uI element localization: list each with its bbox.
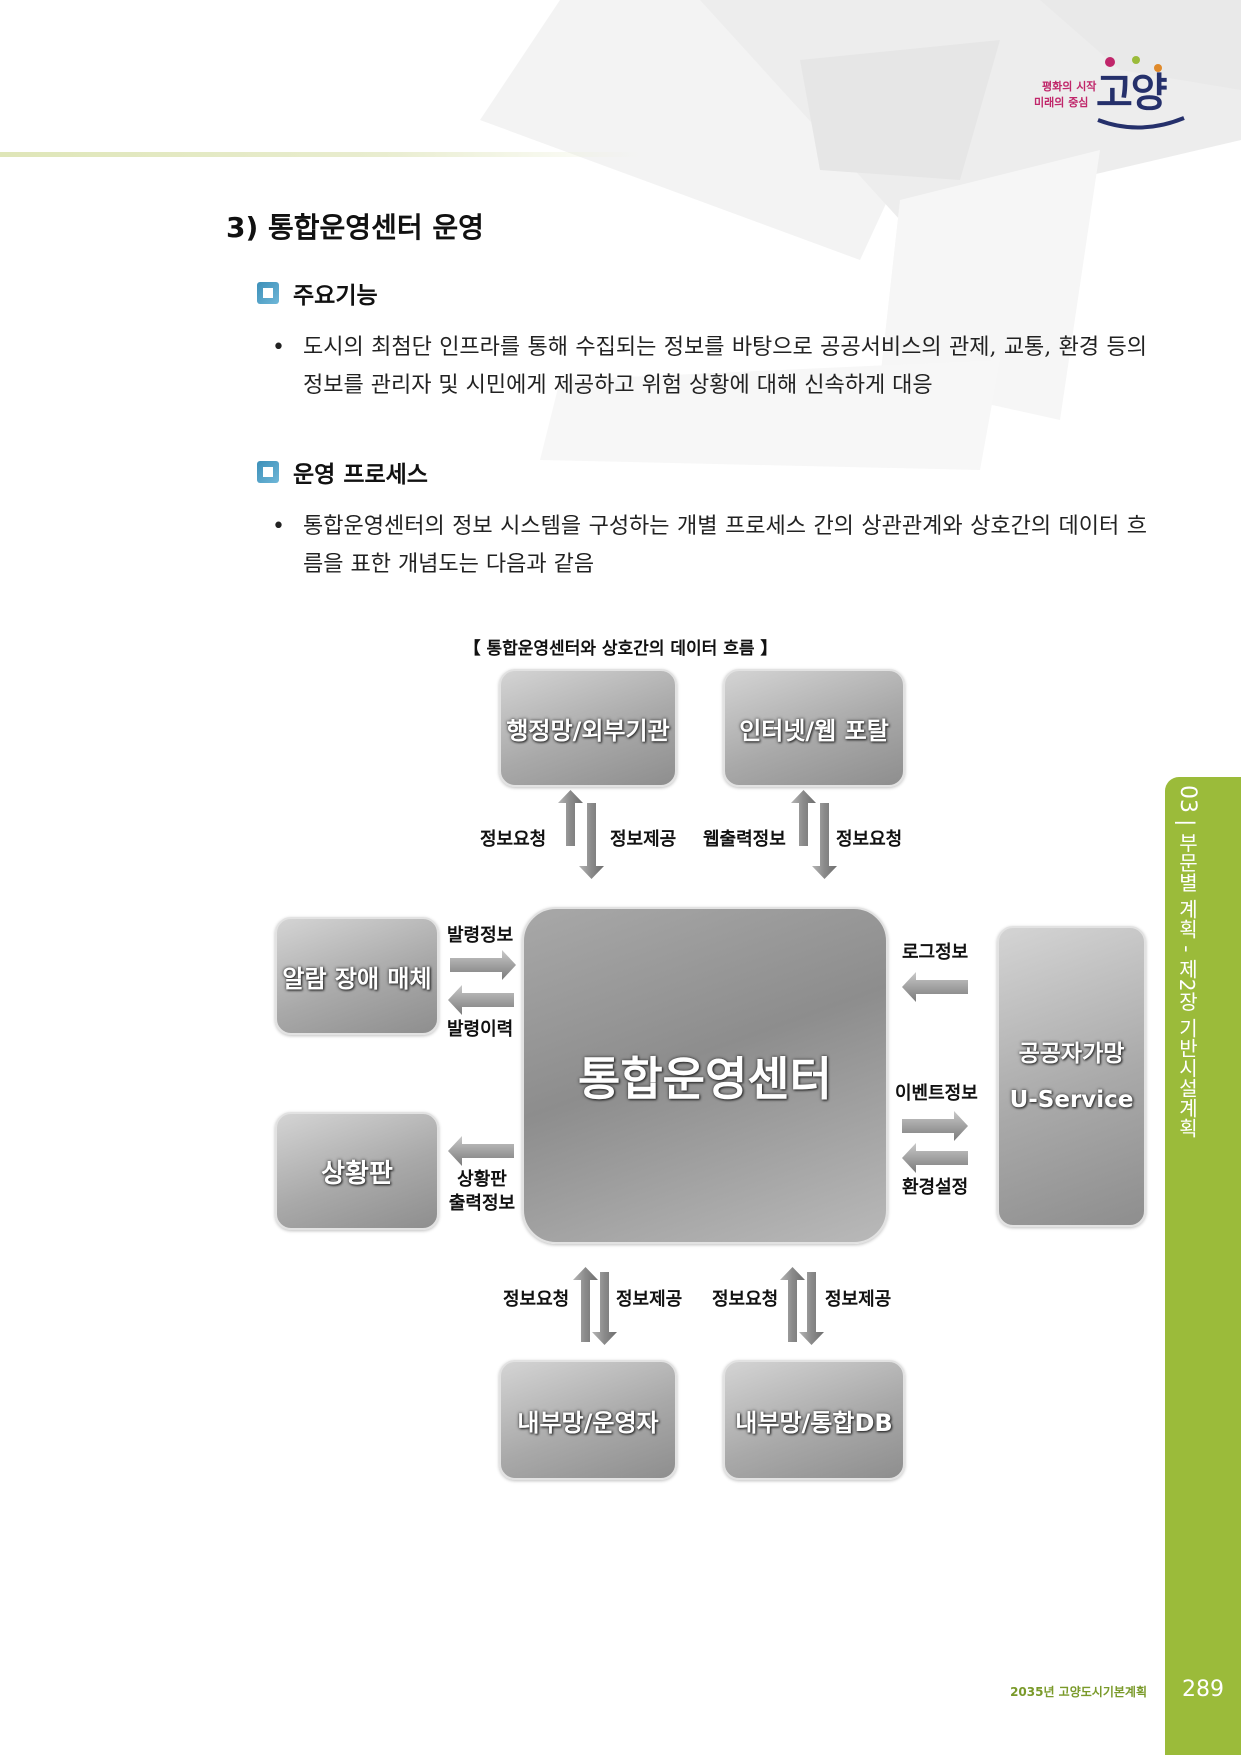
arrow-left-icon <box>902 1143 968 1173</box>
arrow-down-icon <box>592 1272 617 1345</box>
box-internet-portal: 인터넷/웹 포탈 <box>723 669 905 787</box>
logo-slogan-1: 평화의 시작 <box>1042 80 1097 93</box>
arrow-left-icon <box>448 1136 514 1166</box>
label-info-request: 정보요청 <box>836 829 903 850</box>
box-admin-network: 행정망/외부기관 <box>499 669 677 787</box>
subsection-title: 주요기능 <box>293 283 378 309</box>
label-alert-history: 발령이력 <box>447 1019 514 1040</box>
label-info-request: 정보요청 <box>480 829 547 850</box>
arrow-left-icon <box>902 972 968 1002</box>
label-event-info: 이벤트정보 <box>895 1083 978 1104</box>
label-info-request: 정보요청 <box>712 1289 779 1310</box>
square-bullet-icon <box>257 461 279 483</box>
subsection-title: 운영 프로세스 <box>293 462 428 488</box>
label-alert-info: 발령정보 <box>447 925 514 946</box>
arrow-left-icon <box>448 985 514 1015</box>
arrow-up-icon <box>780 1267 805 1342</box>
square-bullet-icon <box>257 282 279 304</box>
box-public-network-line2: U-Service <box>1009 1086 1134 1113</box>
label-info-request: 정보요청 <box>503 1289 570 1310</box>
chapter-side-label: 03 | 부문별 계획 - 제2장 기반시설계획 <box>1174 785 1200 1145</box>
chapter-number: 03 <box>1175 785 1200 813</box>
bullet-paragraph: • 통합운영센터의 정보 시스템을 구성하는 개별 프로세스 간의 상관관계와 … <box>272 508 1147 584</box>
logo-slogan-2: 미래의 중심 <box>1034 96 1089 109</box>
label-info-provide: 정보제공 <box>610 829 677 850</box>
subsection-heading-main-functions: 주요기능 <box>257 276 378 310</box>
arrow-up-icon <box>558 790 583 846</box>
subsection-heading-process: 운영 프로세스 <box>257 455 428 489</box>
label-board-output: 상황판 출력정보 <box>446 1168 518 1216</box>
bullet-text: 통합운영센터의 정보 시스템을 구성하는 개별 프로세스 간의 상관관계와 상호… <box>303 514 1147 577</box>
label-board-output-line2: 출력정보 <box>448 1193 516 1214</box>
section-title: 3) 통합운영센터 운영 <box>226 211 484 244</box>
diagram-caption: 【 통합운영센터와 상호간의 데이터 흐름 】 <box>463 639 778 659</box>
arrow-down-icon <box>579 803 604 879</box>
section-name: 제2장 기반시설계획 <box>1175 958 1199 1138</box>
page-number: 289 <box>1182 1677 1224 1702</box>
header-rule <box>0 152 640 157</box>
chapter-name: 부문별 계획 <box>1175 832 1199 939</box>
box-alarm-media: 알람 장애 매체 <box>275 917 439 1035</box>
label-info-provide: 정보제공 <box>616 1289 683 1310</box>
box-integrated-center: 통합운영센터 <box>522 907 888 1244</box>
arrow-up-icon <box>573 1267 598 1342</box>
label-env-config: 환경설정 <box>902 1177 969 1198</box>
label-log-info: 로그정보 <box>902 942 969 963</box>
arrow-right-icon <box>450 950 516 980</box>
box-internal-db: 내부망/통합DB <box>723 1360 905 1480</box>
arrow-down-icon <box>799 1272 824 1345</box>
footer-plan-title: 2035년 고양도시기본계획 <box>1010 1685 1147 1699</box>
bullet-dot-icon: • <box>272 514 285 539</box>
bullet-text: 도시의 최첨단 인프라를 통해 수집되는 정보를 바탕으로 공공서비스의 관제,… <box>303 335 1147 398</box>
chapter-side-tab <box>1165 777 1241 1755</box>
chapter-divider: | <box>1175 819 1199 833</box>
label-info-provide: 정보제공 <box>825 1289 892 1310</box>
bullet-paragraph: • 도시의 최첨단 인프라를 통해 수집되는 정보를 바탕으로 공공서비스의 관… <box>272 329 1147 405</box>
box-internal-operator: 내부망/운영자 <box>499 1360 677 1480</box>
arrow-right-icon <box>902 1111 968 1141</box>
logo-figures-icon <box>1097 56 1185 130</box>
goyang-logo: 평화의 시작 미래의 중심 고양 <box>1030 52 1190 132</box>
box-situation-board: 상황판 <box>275 1112 439 1230</box>
arrow-up-icon <box>791 790 816 846</box>
label-board-output-line1: 상황판 <box>457 1169 507 1190</box>
logo-name: 고양 <box>1096 70 1168 116</box>
arrow-down-icon <box>812 803 837 879</box>
chapter-sep: - <box>1175 945 1199 953</box>
label-web-output: 웹출력정보 <box>703 829 786 850</box>
box-public-network: 공공자가망 U-Service <box>997 926 1146 1227</box>
box-public-network-line1: 공공자가망 <box>1018 1040 1125 1067</box>
bullet-dot-icon: • <box>272 335 285 360</box>
